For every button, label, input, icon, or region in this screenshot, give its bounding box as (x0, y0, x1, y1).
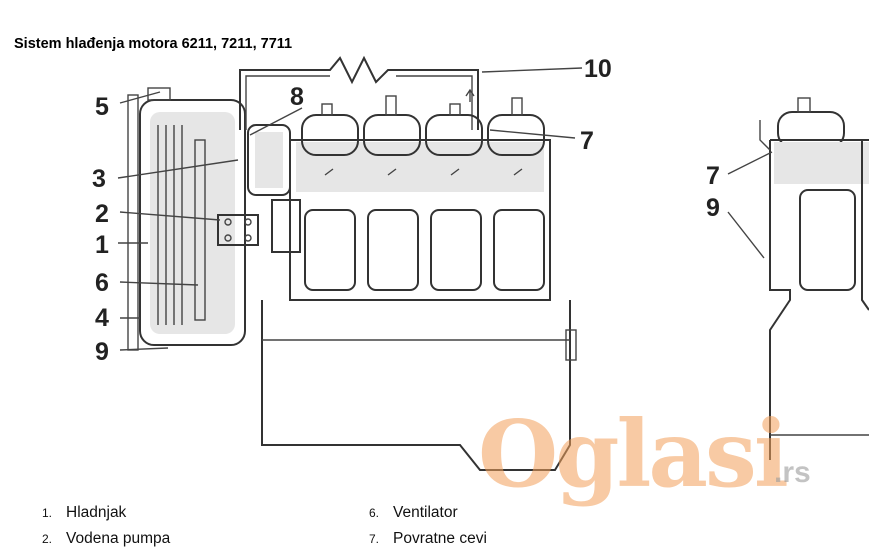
legend-text: Ventilator (393, 504, 458, 521)
legend-number: 7. (369, 532, 380, 546)
thermostat-housing (247, 124, 291, 196)
callout-9: 9 (95, 338, 109, 366)
callout-8: 8 (290, 83, 304, 111)
legend-number: 6. (369, 506, 380, 520)
callout-10: 10 (584, 55, 612, 83)
legend: 1. Hladnjak 2. Vodena pumpa 6. Ventilator 7… (0, 498, 869, 549)
legend-number: 1. (42, 506, 53, 520)
return-hose (239, 55, 479, 130)
callout-6: 6 (95, 269, 109, 297)
callout-3: 3 (92, 165, 106, 193)
page-title: Sistem hlađenja motora 6211, 7211, 7711 (14, 36, 293, 52)
legend-item: 7. Povratne cevi (369, 530, 487, 548)
callout-7-side: 7 (706, 162, 720, 190)
legend-item: 2. Vodena pumpa (42, 530, 170, 548)
callout-7: 7 (580, 127, 594, 155)
legend-item: 6. Ventilator (369, 504, 458, 522)
callout-5: 5 (95, 93, 109, 121)
legend-number: 2. (42, 532, 53, 546)
callout-9-side: 9 (706, 194, 720, 222)
callout-4: 4 (95, 304, 109, 332)
leader-lines (117, 67, 773, 351)
callout-2: 2 (95, 200, 109, 228)
callout-1: 1 (95, 231, 109, 259)
legend-text: Vodena pumpa (66, 530, 171, 547)
legend-text: Hladnjak (66, 504, 127, 521)
engine-block (261, 95, 577, 471)
legend-text: Povratne cevi (393, 530, 487, 547)
engine-side-section (759, 97, 869, 460)
legend-item: 1. Hladnjak (42, 504, 126, 522)
